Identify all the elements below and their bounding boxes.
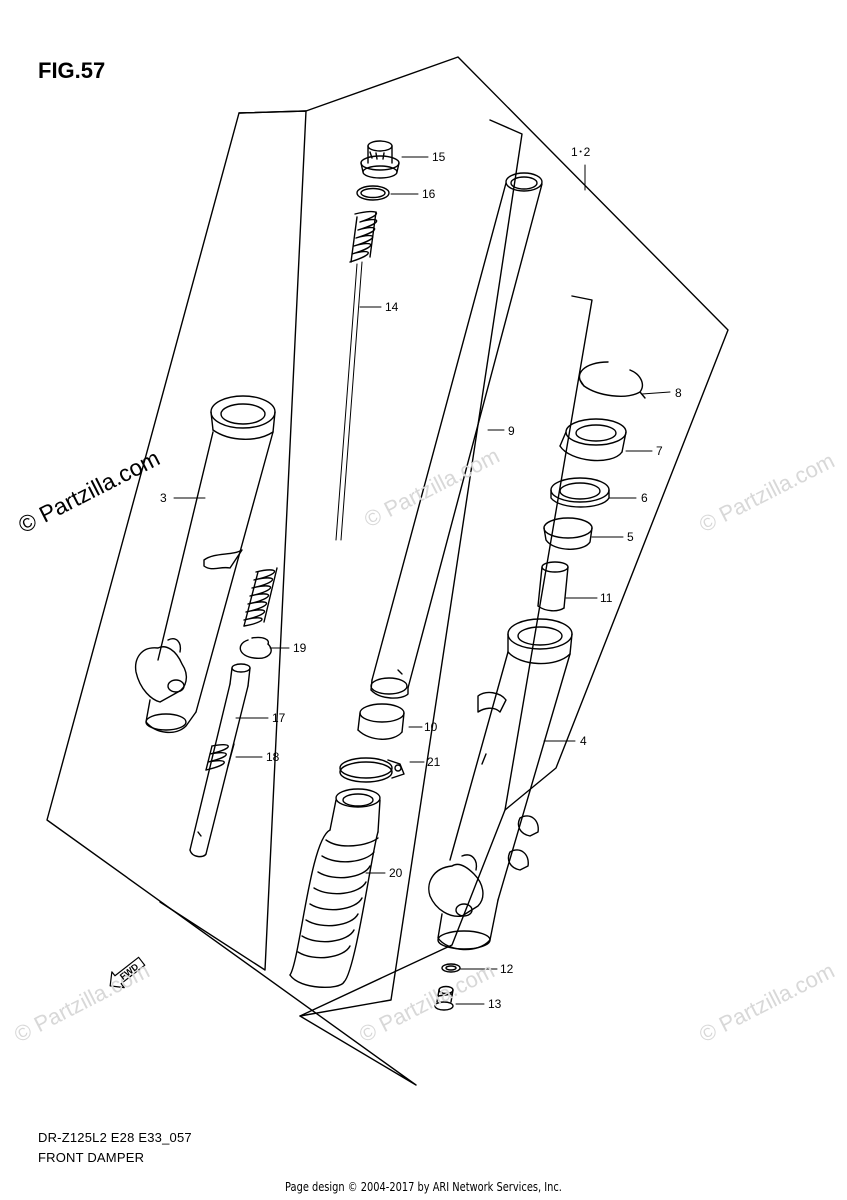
callout-8[interactable]: 8 xyxy=(675,386,682,400)
callout-1-2[interactable]: 1･2 xyxy=(571,145,591,159)
callout-20[interactable]: 20 xyxy=(389,866,403,880)
forward-arrow-icon xyxy=(109,956,146,989)
callout-6[interactable]: 6 xyxy=(641,491,648,505)
callout-16[interactable]: 16 xyxy=(422,187,436,201)
guide-bushing-part xyxy=(543,517,593,550)
right-outer-tube-part xyxy=(428,618,573,951)
oil-lock-piece-part xyxy=(537,561,569,612)
callout-12[interactable]: 12 xyxy=(500,962,514,976)
fork-spring-part xyxy=(335,210,378,541)
callout-17[interactable]: 17 xyxy=(272,711,286,725)
callout-18[interactable]: 18 xyxy=(266,750,280,764)
cap-bolt-part xyxy=(360,140,400,179)
callout-7[interactable]: 7 xyxy=(656,444,663,458)
rebound-spring-part xyxy=(205,743,235,771)
callout-5[interactable]: 5 xyxy=(627,530,634,544)
left-outer-tube-part xyxy=(134,395,276,733)
page-credit: Page design © 2004-2017 by ARI Network S… xyxy=(285,1180,562,1194)
callout-4[interactable]: 4 xyxy=(580,734,587,748)
callout-21[interactable]: 21 xyxy=(427,755,441,769)
callout-10[interactable]: 10 xyxy=(424,720,438,734)
figure-title: FIG.57 xyxy=(38,58,106,83)
right-group-outline xyxy=(504,295,593,811)
callout-3[interactable]: 3 xyxy=(160,491,167,505)
figure-name: FRONT DAMPER xyxy=(38,1150,145,1165)
callout-13[interactable]: 13 xyxy=(488,997,502,1011)
callout-19[interactable]: 19 xyxy=(293,641,307,655)
callout-14[interactable]: 14 xyxy=(385,300,399,314)
circlip-part xyxy=(239,636,272,659)
inner-tube-part xyxy=(370,172,543,699)
callout-15[interactable]: 15 xyxy=(432,150,446,164)
callout-11[interactable]: 11 xyxy=(600,591,613,605)
assembly-outline xyxy=(46,56,729,1086)
slide-bushing-part xyxy=(357,703,405,740)
spring-lower-coils xyxy=(243,567,278,627)
washer-part xyxy=(550,477,610,508)
boot-clamp-part xyxy=(339,757,405,783)
left-group-outline xyxy=(159,110,307,971)
damper-rod-part xyxy=(189,663,251,858)
callout-9[interactable]: 9 xyxy=(508,424,515,438)
oil-seal-part xyxy=(559,418,627,462)
leader-lines xyxy=(173,156,671,1005)
damper-rod-bolt-part xyxy=(434,985,454,1011)
fork-boot-part xyxy=(289,788,381,989)
figure-code: DR-Z125L2 E28 E33_057 xyxy=(38,1130,192,1145)
o-ring-part xyxy=(356,185,390,201)
gasket-part xyxy=(441,963,461,973)
center-group-outline xyxy=(299,119,523,1017)
snap-ring-part xyxy=(578,361,646,399)
